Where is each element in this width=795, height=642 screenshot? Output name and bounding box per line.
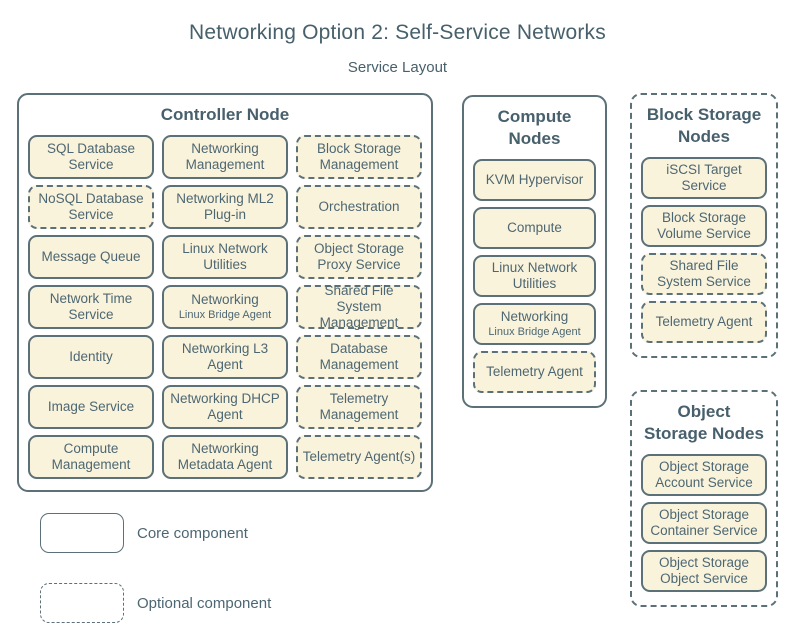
service-box: Compute [473, 207, 596, 249]
legend-swatch [40, 583, 124, 623]
service-box: Message Queue [28, 235, 154, 279]
diagram-title: Networking Option 2: Self-Service Networ… [189, 21, 606, 44]
legend-swatch [40, 513, 124, 553]
service-box-label: Telemetry Agent(s) [302, 448, 416, 464]
service-box: Shared File System Management [296, 282, 422, 331]
service-box-sublabel: Linux Bridge Agent [178, 308, 272, 321]
controller-node-container: Controller Node SQL Database Service Net… [17, 93, 433, 492]
container-title: Controller Node [160, 105, 290, 124]
service-box: KVM Hypervisor [473, 159, 596, 201]
service-box-label: Networking ML2 Plug-in [176, 190, 274, 222]
service-box-label: Shared File System Service [657, 257, 751, 289]
service-box: Object Storage Container Service [641, 502, 767, 544]
service-box: Networking ML2 Plug-in [162, 185, 288, 229]
service-box-label: Telemetry Agent [486, 363, 583, 379]
service-box: NoSQL Database Service [28, 185, 154, 229]
service-box: Database Management [296, 335, 422, 379]
service-box: Telemetry Management [296, 385, 422, 429]
service-box-label: Networking Metadata Agent [177, 440, 273, 472]
service-box-label: Block Storage Volume Service [657, 209, 751, 241]
service-box: Image Service [28, 385, 154, 429]
service-box-label: Networking L3 Agent [181, 340, 269, 372]
service-box-label: Compute Management [51, 440, 131, 472]
service-box-label: Image Service [47, 398, 135, 414]
service-box: Networking DHCP Agent [162, 385, 288, 429]
service-box-label: Message Queue [41, 248, 141, 264]
service-box: Telemetry Agent(s) [296, 435, 422, 479]
service-box-label: Networking DHCP Agent [170, 390, 280, 422]
service-box: SQL Database Service [28, 135, 154, 179]
service-box-label: iSCSI Target Service [666, 161, 742, 193]
compute-services-list: KVM Hypervisor Compute Linux Network Uti… [464, 159, 605, 393]
legend-row: Core component [40, 513, 271, 553]
service-box-label: Shared File System Management [319, 282, 399, 331]
service-box-label: Networking Management [185, 140, 265, 172]
service-box-sublabel: Linux Bridge Agent [488, 325, 581, 338]
service-box: Object Storage Account Service [641, 454, 767, 496]
service-box-label: Object Storage Container Service [650, 506, 758, 538]
service-box-label: Telemetry Management [319, 390, 399, 422]
block-storage-services-list: iSCSI Target Service Block Storage Volum… [632, 157, 776, 343]
service-box: Linux Network Utilities [473, 255, 596, 297]
legend: Core component Optional component [40, 513, 271, 623]
service-box-label: Telemetry Agent [655, 313, 753, 329]
service-box-label: NoSQL Database Service [38, 190, 144, 222]
service-box: Object Storage Object Service [641, 550, 767, 592]
service-box: Network Time Service [28, 285, 154, 329]
object-storage-services-list: Object Storage Account Service Object St… [632, 454, 776, 592]
controller-services-grid: SQL Database Service Networking Manageme… [19, 135, 431, 479]
service-box-label: Object Storage Account Service [655, 458, 753, 490]
service-box: iSCSI Target Service [641, 157, 767, 199]
service-box: Networking L3 Agent [162, 335, 288, 379]
service-box: Identity [28, 335, 154, 379]
legend-row: Optional component [40, 583, 271, 623]
service-box-label: Linux Network Utilities [182, 240, 268, 272]
service-box-label: Linux Network Utilities [491, 259, 578, 291]
service-box-label: Network Time Service [49, 290, 133, 322]
legend-label: Optional component [137, 594, 272, 612]
service-box: Telemetry Agent [641, 301, 767, 343]
service-box-label: Object Storage Object Service [658, 554, 750, 586]
service-box-label: Networking [500, 309, 569, 325]
service-box: Block Storage Volume Service [641, 205, 767, 247]
service-box-label: KVM Hypervisor [485, 171, 584, 187]
diagram-subtitle: Service Layout [347, 59, 448, 76]
service-box-label: SQL Database Service [46, 140, 136, 172]
service-box: Linux Network Utilities [162, 235, 288, 279]
service-box: Telemetry Agent [473, 351, 596, 393]
service-box: Orchestration [296, 185, 422, 229]
service-box-label: Orchestration [318, 198, 400, 214]
legend-label: Core component [137, 524, 248, 542]
service-box-label: Object Storage Proxy Service [313, 240, 405, 272]
service-box: Compute Management [28, 435, 154, 479]
service-box: Networking Management [162, 135, 288, 179]
service-box-label: Compute [507, 219, 562, 235]
service-box: Block Storage Management [296, 135, 422, 179]
service-box: Networking Linux Bridge Agent [473, 303, 596, 345]
service-box-label: Networking [191, 292, 259, 308]
service-box-label: Database Management [319, 340, 399, 372]
service-box-label: Block Storage Management [316, 140, 402, 172]
service-box: Shared File System Service [641, 253, 767, 295]
service-box: Networking Metadata Agent [162, 435, 288, 479]
service-box: Networking Linux Bridge Agent [162, 285, 288, 329]
service-box-label: Identity [69, 348, 113, 364]
service-box: Object Storage Proxy Service [296, 235, 422, 279]
